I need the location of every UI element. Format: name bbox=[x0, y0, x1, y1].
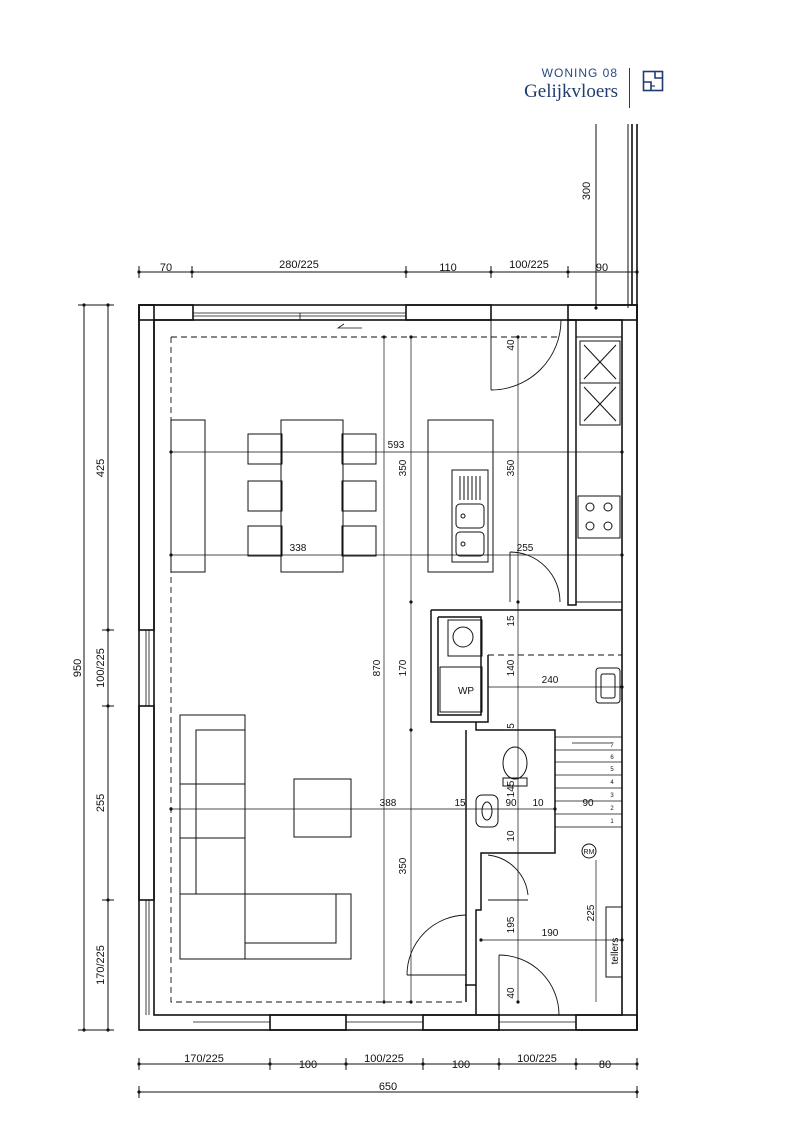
dim-15-a: 15 bbox=[506, 615, 517, 627]
dim-225: 225 bbox=[586, 904, 597, 921]
dim-bottom-2: 100 bbox=[299, 1059, 317, 1071]
dim-350-c: 350 bbox=[398, 857, 409, 874]
dim-left-total: 950 bbox=[72, 659, 84, 677]
dim-90-b: 90 bbox=[582, 798, 594, 809]
dim-bottom-5: 100/225 bbox=[517, 1053, 557, 1065]
dim-255: 255 bbox=[517, 543, 534, 554]
dim-left-3: 255 bbox=[95, 794, 107, 812]
toilet bbox=[475, 746, 528, 828]
dim-388: 388 bbox=[380, 798, 397, 809]
dim-left-1: 425 bbox=[95, 459, 107, 477]
dim-170: 170 bbox=[398, 659, 409, 676]
doors bbox=[406, 319, 562, 1016]
dim-left-4: 170/225 bbox=[95, 945, 107, 985]
dim-870: 870 bbox=[372, 659, 383, 676]
dim-140: 140 bbox=[506, 659, 517, 676]
dim-bottom-6: 80 bbox=[599, 1059, 611, 1071]
dim-350-b: 350 bbox=[506, 459, 517, 476]
dim-40-a: 40 bbox=[506, 339, 517, 351]
stair-step-5: 5 bbox=[610, 767, 614, 773]
dim-338: 338 bbox=[290, 543, 307, 554]
dim-bottom-3: 100/225 bbox=[364, 1053, 404, 1065]
dashed-outline bbox=[170, 336, 622, 1003]
stair-step-7: 7 bbox=[610, 743, 614, 749]
kitchen-island bbox=[427, 419, 494, 573]
interior-labels: 593 338 255 388 870 350 350 170 350 40 1… bbox=[290, 339, 621, 999]
wp-label: WP bbox=[458, 686, 474, 697]
dim-593: 593 bbox=[388, 440, 405, 451]
rm-label: RM bbox=[584, 849, 595, 856]
plan-header: WONING 08 Gelijkvloers bbox=[470, 66, 730, 110]
dim-15-b: 15 bbox=[454, 798, 466, 809]
dim-top-2: 280/225 bbox=[279, 259, 319, 271]
dim-top-3: 110 bbox=[439, 262, 457, 274]
dim-top-4: 100/225 bbox=[509, 259, 549, 271]
dim-240: 240 bbox=[542, 675, 559, 686]
stair-step-3: 3 bbox=[610, 793, 614, 799]
sofa bbox=[179, 714, 352, 960]
dim-40-b: 40 bbox=[506, 987, 517, 999]
dim-bottom-total: 650 bbox=[379, 1081, 397, 1093]
dim-bottom-4: 100 bbox=[452, 1059, 470, 1071]
utility-room bbox=[439, 619, 483, 713]
stair-step-6: 6 bbox=[610, 755, 614, 761]
dim-90-a: 90 bbox=[505, 798, 517, 809]
title-block: WONING 08 Gelijkvloers bbox=[524, 66, 618, 103]
dimension-lines bbox=[78, 124, 639, 1098]
dim-top-1: 70 bbox=[160, 262, 172, 274]
kitchen-counter bbox=[575, 336, 623, 603]
dim-bottom-1: 170/225 bbox=[184, 1053, 224, 1065]
dim-145: 145 bbox=[506, 780, 517, 797]
interior-walls bbox=[430, 319, 622, 1015]
dimension-labels: 70 280/225 110 100/225 90 170/225 100 10… bbox=[72, 182, 611, 1093]
dim-5: 5 bbox=[506, 723, 517, 729]
dim-top-5: 90 bbox=[596, 262, 608, 274]
staircase bbox=[554, 736, 623, 828]
stair-step-4: 4 bbox=[610, 780, 614, 786]
dim-10-b: 10 bbox=[506, 830, 517, 842]
dim-190: 190 bbox=[542, 928, 559, 939]
dim-350-a: 350 bbox=[398, 459, 409, 476]
meter-cabinet bbox=[595, 667, 623, 978]
tellers-label: tellers bbox=[610, 938, 621, 965]
stair-step-1: 1 bbox=[610, 819, 614, 825]
exterior-walls bbox=[138, 124, 638, 1031]
rm-symbol bbox=[581, 843, 597, 859]
dim-left-2: 100/225 bbox=[95, 648, 107, 688]
unit-label: WONING 08 bbox=[541, 66, 618, 80]
dining-set bbox=[170, 419, 377, 573]
floorplan-icon bbox=[642, 70, 664, 92]
title-divider bbox=[629, 68, 630, 108]
windows bbox=[145, 312, 576, 1023]
floor-title: Gelijkvloers bbox=[524, 81, 618, 102]
stair-step-2: 2 bbox=[610, 806, 614, 812]
dim-195: 195 bbox=[506, 916, 517, 933]
stair-step-numbers: 1 2 3 4 5 6 7 bbox=[610, 743, 614, 825]
dim-right-300: 300 bbox=[581, 182, 593, 200]
dim-10-a: 10 bbox=[532, 798, 544, 809]
interior-dimension-lines bbox=[169, 335, 624, 1004]
